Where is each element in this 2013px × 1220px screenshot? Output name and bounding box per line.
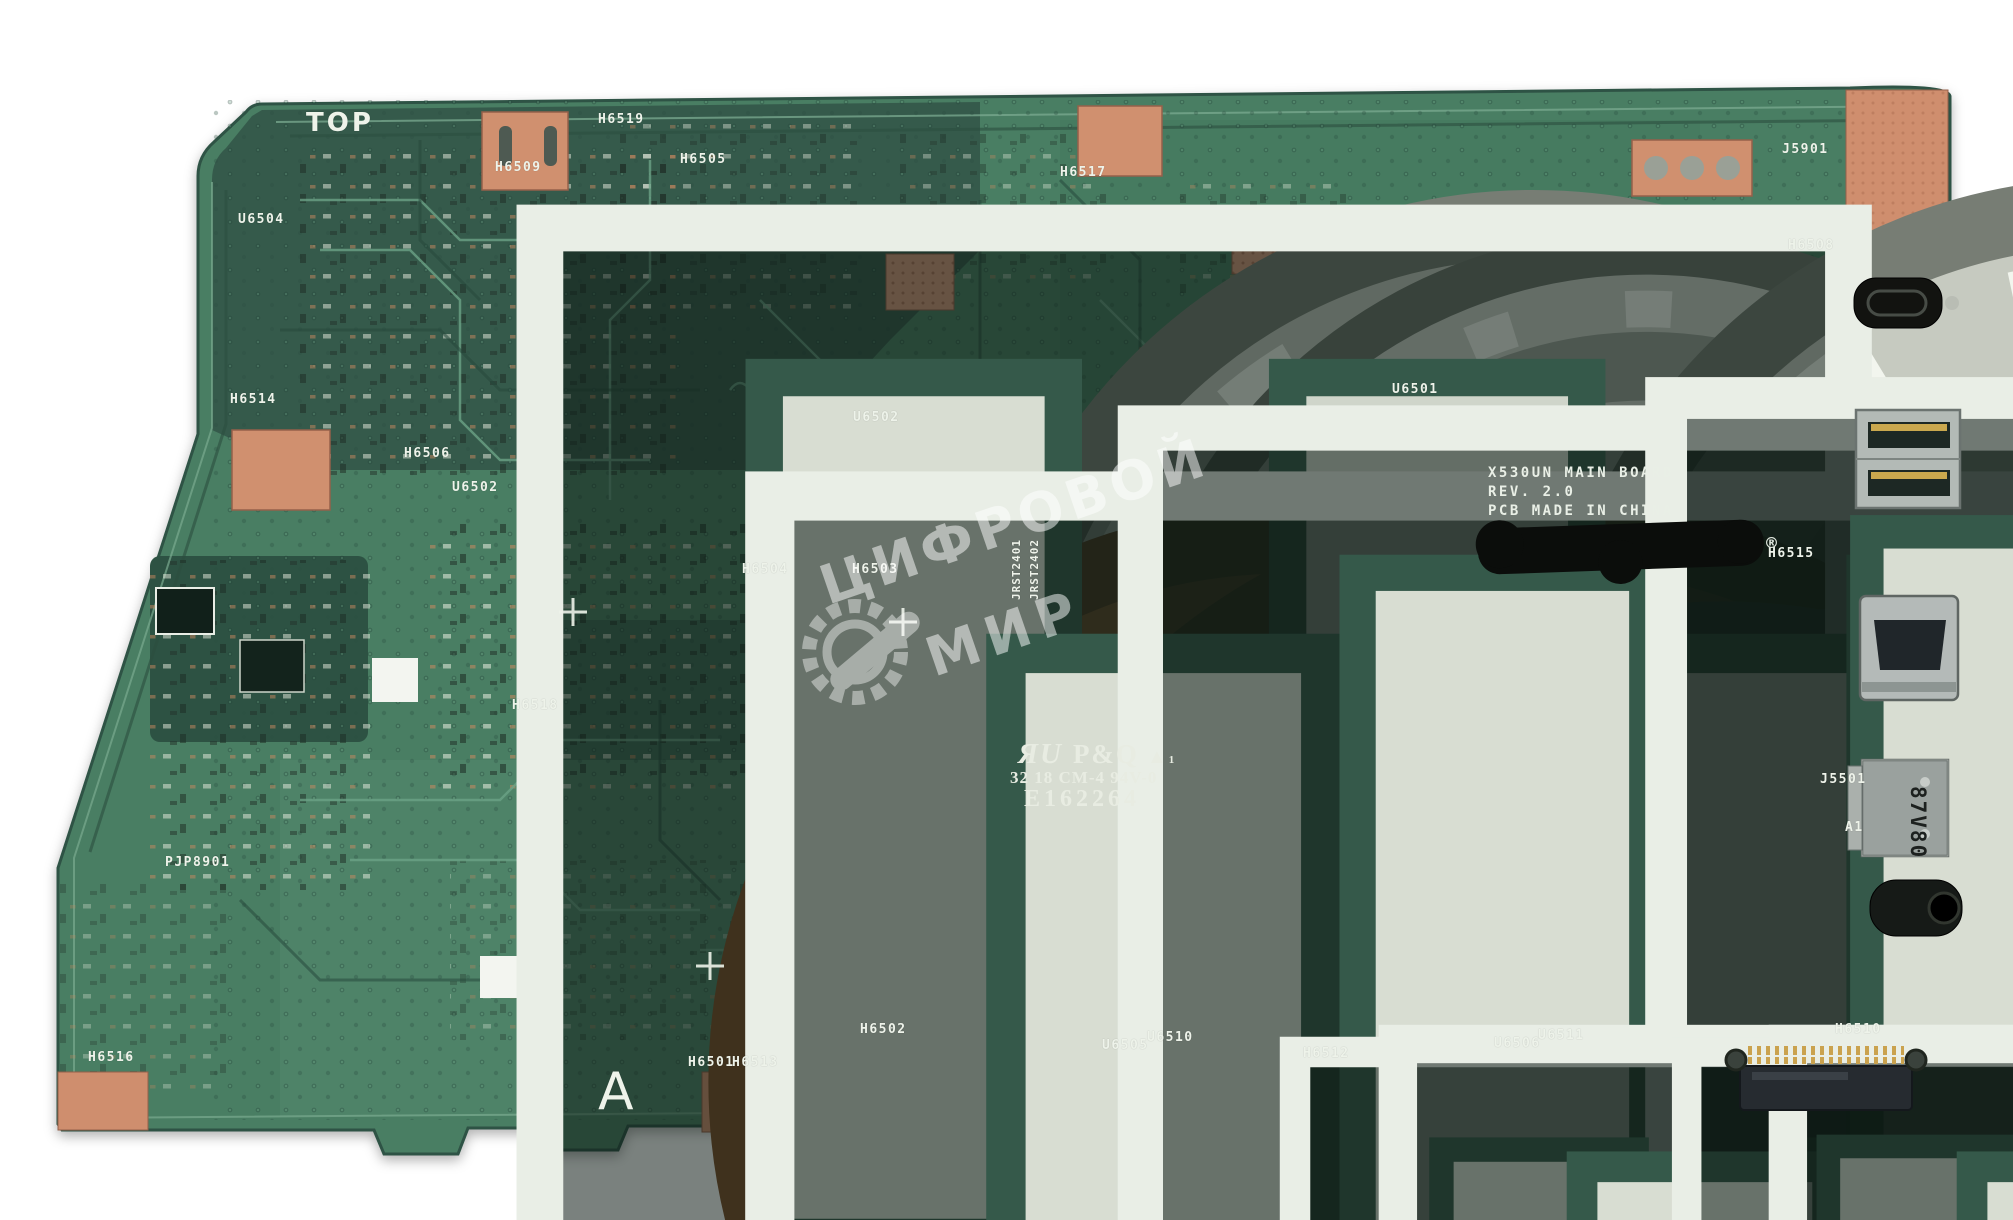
pcb-board: [56, 85, 2013, 1220]
fiducial-cross: [559, 598, 917, 980]
dc-jack: [1847, 758, 1950, 858]
white-label-patch: [480, 956, 524, 998]
marker-blob: [1475, 519, 1764, 584]
audio-jack: [1869, 879, 1963, 937]
watermark-gear-icon: [802, 599, 920, 705]
m2-slot: [1724, 1046, 1928, 1111]
component-footprints: [155, 226, 2013, 1220]
usb-c-port: [1853, 277, 1959, 329]
white-label-patch: [372, 658, 418, 702]
usb-a-ports: [1854, 408, 1962, 510]
hdmi-port: [1858, 594, 1960, 702]
